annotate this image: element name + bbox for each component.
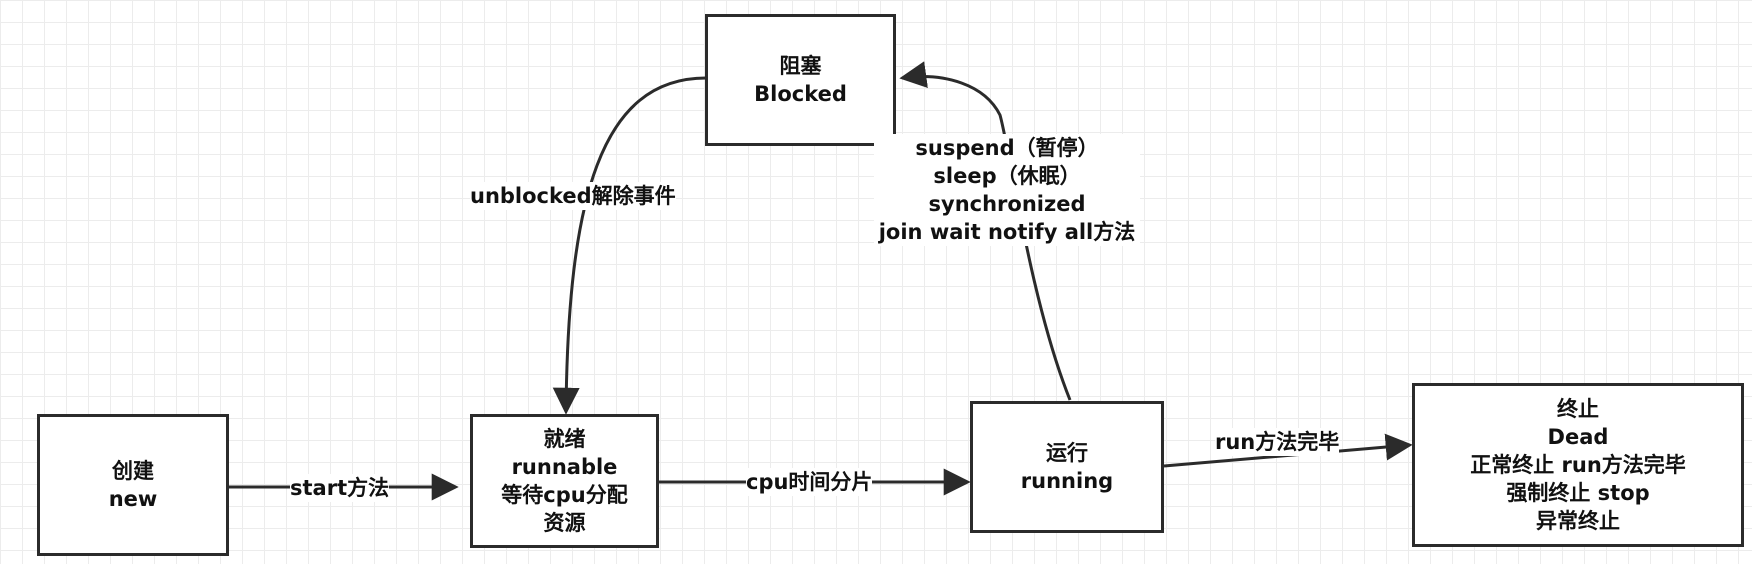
edge-label-block-causes-line-4: join wait notify all方法 [878, 220, 1136, 244]
node-running-line-1: 运行 [1046, 441, 1088, 465]
node-runnable-line-2: runnable [511, 455, 618, 479]
edge-label-run-done-text: run方法完毕 [1215, 430, 1340, 454]
edge-label-unblocked-text: unblocked解除事件 [470, 184, 676, 208]
edge-label-unblocked: unblocked解除事件 [470, 182, 676, 210]
node-blocked-line-2: Blocked [754, 82, 847, 106]
node-dead-line-2: Dead [1547, 425, 1609, 449]
node-new-line-2: new [108, 487, 158, 511]
edge-label-block-causes-line-3: synchronized [928, 192, 1086, 216]
node-blocked: 阻塞 Blocked [705, 14, 896, 146]
node-dead-line-4: 强制终止 stop [1506, 481, 1650, 505]
node-running-line-2: running [1020, 469, 1114, 493]
edge-label-run-done: run方法完毕 [1215, 428, 1340, 456]
node-runnable: 就绪 runnable 等待cpu分配 资源 [470, 414, 659, 548]
edge-label-start: start方法 [290, 474, 390, 502]
edge-label-block-causes: suspend（暂停） sleep（休眠） synchronized join … [874, 134, 1140, 246]
edge-label-cpu-slice: cpu时间分片 [746, 468, 873, 496]
node-new: 创建 new [37, 414, 229, 556]
node-blocked-line-1: 阻塞 [779, 54, 822, 78]
node-running: 运行 running [970, 401, 1164, 533]
edge-label-block-causes-line-1: suspend（暂停） [915, 136, 1099, 160]
node-runnable-line-4: 资源 [543, 511, 586, 535]
node-new-line-1: 创建 [112, 459, 154, 483]
edge-label-start-text: start方法 [290, 476, 390, 500]
node-dead-line-5: 异常终止 [1536, 509, 1620, 533]
edge-label-block-causes-line-2: sleep（休眠） [933, 164, 1081, 188]
edge-label-cpu-slice-text: cpu时间分片 [746, 470, 873, 494]
node-dead: 终止 Dead 正常终止 run方法完毕 强制终止 stop 异常终止 [1412, 383, 1744, 547]
node-runnable-line-3: 等待cpu分配 [501, 483, 628, 507]
node-dead-line-1: 终止 [1557, 397, 1599, 421]
node-dead-line-3: 正常终止 run方法完毕 [1470, 453, 1686, 477]
node-runnable-line-1: 就绪 [543, 427, 586, 451]
edge-blocked-to-runnable [552, 76, 707, 415]
